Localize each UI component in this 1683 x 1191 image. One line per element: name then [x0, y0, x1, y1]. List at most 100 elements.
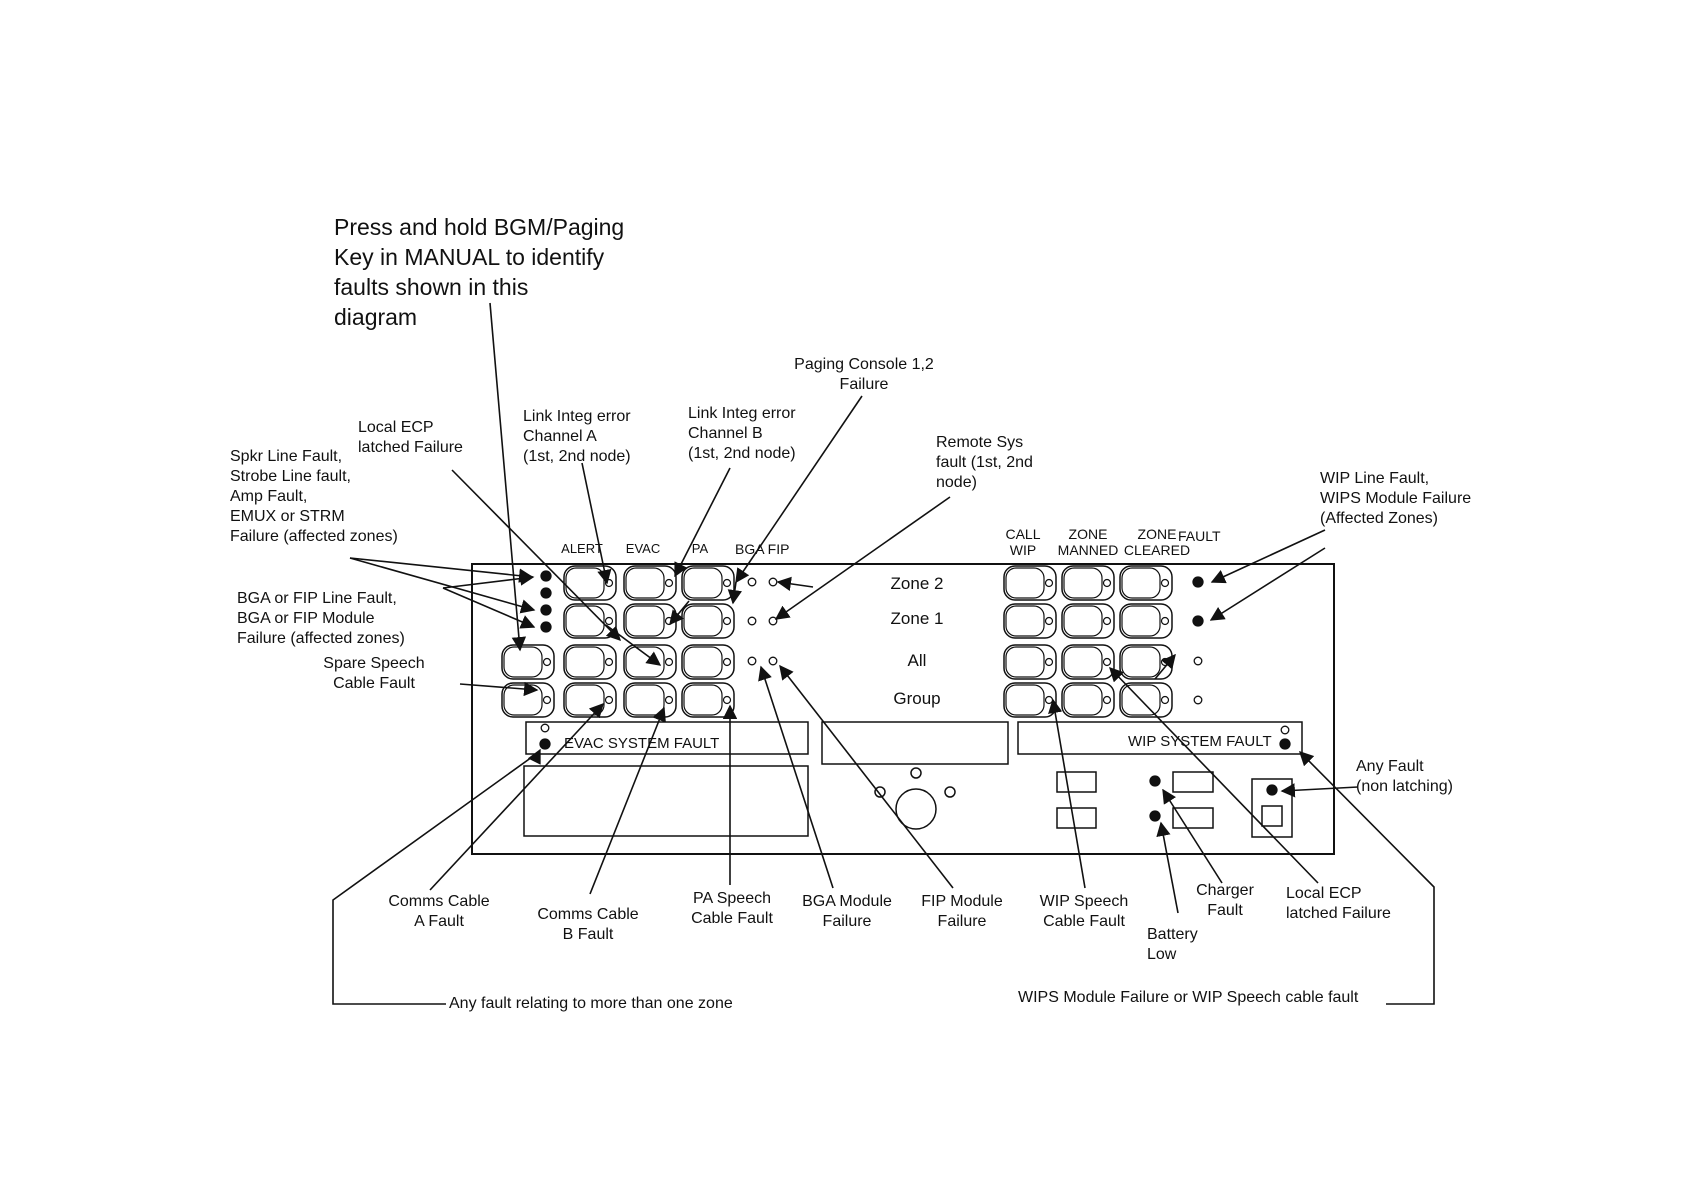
leader-line	[779, 664, 954, 889]
leader-line	[442, 571, 535, 589]
zone-fault-led-1	[540, 570, 552, 582]
zone-fault-led-3	[540, 604, 552, 616]
key-pa-row4	[681, 682, 735, 718]
callout-charger: Charger Fault	[1196, 882, 1254, 919]
leader-line	[1209, 547, 1326, 621]
callout-comms-b: Comms Cable B Fault	[537, 906, 639, 943]
callout-multi-zone: Any fault relating to more than one zone	[446, 994, 736, 1014]
leader-line	[1048, 698, 1086, 889]
leader-line	[727, 581, 742, 605]
key-zone-manned-row3	[1061, 644, 1115, 680]
status-box	[1251, 778, 1293, 838]
key-zone-cleared-row4	[1119, 682, 1173, 718]
any-fault-led	[1266, 784, 1278, 796]
key-call-wip-row3	[1003, 644, 1057, 680]
key-pa-row3	[681, 644, 735, 680]
bga-fip-led-5	[747, 656, 757, 666]
zone-fault-led-4	[540, 621, 552, 633]
evac-display	[523, 765, 809, 837]
instruction-text: Press and hold BGM/Paging Key in MANUAL …	[334, 214, 625, 330]
callout-any-fault: Any Fault (non latching)	[1356, 758, 1453, 795]
leader-line	[442, 587, 536, 629]
key-evac-row3	[623, 644, 677, 680]
zone-fault-led-2	[540, 587, 552, 599]
leader-line	[451, 469, 622, 642]
callout-bga-fip-line: BGA or FIP Line Fault, BGA or FIP Module…	[237, 590, 405, 647]
header-bga-fip: BGA FIP	[735, 541, 790, 557]
multi-zone-bracket	[332, 751, 540, 1005]
row-label-all: All	[907, 651, 927, 670]
header-alert: ALERT	[561, 541, 603, 556]
wip-small-button	[1172, 807, 1214, 829]
knob-led-left	[874, 786, 886, 798]
leader-line	[605, 624, 662, 666]
callout-wips-bottom: WIPS Module Failure or WIP Speech cable …	[1015, 988, 1362, 1008]
header-zone-manned: ZONE MANNED	[1057, 526, 1119, 558]
callout-paging-console: Paging Console 1,2 Failure	[794, 356, 934, 393]
wip-fault-led-group	[1193, 695, 1203, 705]
key-alert-row3	[563, 644, 617, 680]
wip-fault-led-all	[1193, 656, 1203, 666]
header-call-wip: CALL WIP	[1005, 526, 1041, 558]
row-label-zone2: Zone 2	[890, 574, 944, 593]
header-fault: FAULT	[1178, 528, 1221, 544]
key-evac-row4	[623, 682, 677, 718]
leader-line	[349, 557, 536, 614]
wip-fault-led-zone2	[1192, 576, 1204, 588]
callout-wip-speech: WIP Speech Cable Fault	[1039, 893, 1129, 930]
wip-small-button	[1056, 771, 1097, 793]
header-pa: PA	[691, 541, 709, 556]
wip-system-led-upper	[1280, 725, 1290, 735]
key-spare-upper	[501, 644, 555, 680]
key-evac-row1	[623, 565, 677, 601]
key-evac-row2	[623, 603, 677, 639]
leader-line	[589, 706, 666, 895]
evac-system-led-upper	[540, 723, 550, 733]
leader-line	[349, 557, 534, 583]
key-call-wip-row4	[1003, 682, 1057, 718]
callout-spare-speech: Spare Speech Cable Fault	[323, 655, 425, 692]
leader-line	[1154, 653, 1176, 680]
callout-spkr-line: Spkr Line Fault, Strobe Line fault, Amp …	[230, 448, 398, 545]
wip-system-fault-label: WIP SYSTEM FAULT	[1128, 733, 1272, 750]
callout-comms-a: Comms Cable A Fault	[388, 893, 490, 930]
row-label-group: Group	[893, 689, 941, 708]
callout-battery: Battery Low	[1147, 926, 1198, 963]
wips-bracket	[1298, 750, 1435, 1005]
key-zone-manned-row1	[1061, 565, 1115, 601]
key-zone-cleared-row1	[1119, 565, 1173, 601]
leader-line	[581, 462, 612, 585]
wip-small-button	[1172, 771, 1214, 793]
key-pa-row2	[681, 603, 735, 639]
key-zone-cleared-row3	[1119, 644, 1173, 680]
leader-line	[489, 302, 527, 652]
bga-fip-led-3	[747, 616, 757, 626]
leader-line	[669, 600, 690, 626]
bga-fip-led-6	[768, 656, 778, 666]
leader-line	[1280, 783, 1359, 798]
knob-led-right	[944, 786, 956, 798]
volume-knob	[895, 788, 937, 830]
leader-line	[1210, 529, 1326, 584]
wip-fault-led-zone1	[1192, 615, 1204, 627]
evac-fault-bar	[525, 721, 809, 755]
leader-line	[1162, 788, 1223, 884]
charger-led	[1149, 775, 1161, 787]
leader-line	[459, 681, 539, 697]
leader-line	[1156, 821, 1179, 914]
header-evac: EVAC	[625, 541, 661, 556]
callout-pa-speech: PA Speech Cable Fault	[691, 890, 773, 927]
callout-link-a: Link Integ error Channel A (1st, 2nd nod…	[523, 408, 631, 465]
leader-line	[674, 467, 731, 578]
wip-fault-bar	[1017, 721, 1303, 755]
battery-led	[1149, 810, 1161, 822]
knob-led-top	[910, 767, 922, 779]
bga-fip-led-1	[747, 577, 757, 587]
key-zone-manned-row2	[1061, 603, 1115, 639]
panel-outline	[471, 563, 1335, 855]
callout-local-ecp-bottom: Local ECP latched Failure	[1286, 885, 1391, 922]
wip-small-button	[1056, 807, 1097, 829]
callout-local-ecp-top: Local ECP latched Failure	[358, 419, 463, 456]
callout-link-b: Link Integ error Channel B (1st, 2nd nod…	[688, 405, 796, 462]
